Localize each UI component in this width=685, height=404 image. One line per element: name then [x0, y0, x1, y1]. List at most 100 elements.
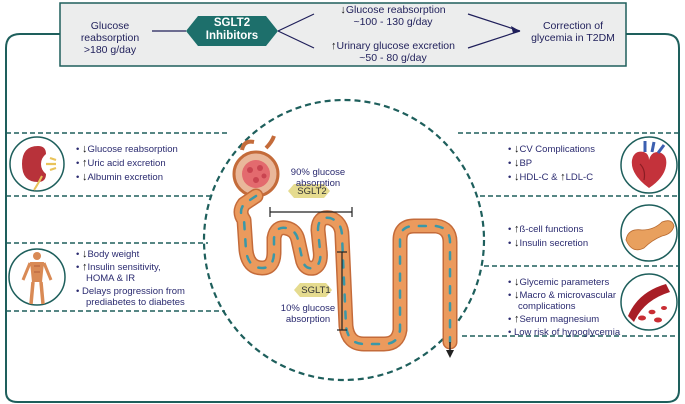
down-arrow-icon: ↓ — [513, 171, 520, 183]
up-arrow-icon: ↑ — [331, 40, 337, 52]
item-text: Low risk of hypoglycemia — [513, 327, 621, 338]
list-item: • ↓Albumin excretion — [76, 171, 216, 184]
down-arrow-icon: ↓ — [513, 276, 520, 288]
outer-frame — [5, 33, 680, 403]
human-body-icon — [8, 248, 66, 306]
item-text: Uric acid excretion — [87, 158, 166, 169]
outcome-line2: glycemia in T2DM — [531, 32, 615, 44]
bullet: • — [508, 314, 512, 325]
item-text: Insulin secretion — [519, 238, 589, 249]
item-text: Insulin sensitivity, — [87, 262, 161, 273]
baseline-amount-text: >180 g/day — [83, 44, 137, 56]
item-text: Macro & microvascular — [519, 290, 617, 301]
header-box — [59, 2, 627, 67]
item-text: BP — [519, 158, 533, 169]
bullet: • — [508, 144, 512, 155]
sglt1-label: SGLT1 — [301, 285, 331, 296]
effect-reabsorption-amount: ~100 - 130 g/day — [353, 16, 433, 28]
item-text-cont: complications — [518, 301, 576, 312]
header-baseline: Glucose reabsorption >180 g/day — [64, 20, 156, 56]
list-item: • Low risk of hypoglycemia — [508, 327, 626, 338]
up-arrow-icon: ↑ — [81, 261, 88, 273]
sglt1-caption: 10% glucose absorption — [276, 303, 340, 325]
list-item: • ↑Serum magnesium — [508, 313, 626, 326]
effect-excretion: ↑Urinary glucose excretion ~50 - 80 g/da… — [318, 40, 468, 64]
sglt1-caption-line2: absorption — [285, 314, 331, 325]
bullet: • — [76, 172, 80, 183]
bullet: • — [76, 249, 80, 260]
down-arrow-icon: ↓ — [513, 143, 520, 155]
bullet: • — [508, 327, 512, 338]
sglt2-caption: 90% glucose absorption — [286, 167, 350, 189]
bullet: • — [508, 290, 512, 301]
item-text: Glucose reabsorption — [87, 144, 178, 155]
list-item: • ↑Insulin sensitivity,HOMA & IR — [76, 261, 216, 285]
list-item: • ↓BP — [508, 157, 618, 170]
up-arrow-icon: ↑ — [560, 171, 566, 183]
down-arrow-icon: ↓ — [81, 248, 88, 260]
sglt2-badge — [186, 16, 278, 46]
item-text: CV Complications — [519, 144, 595, 155]
bullet: • — [76, 262, 80, 273]
bullet: • — [76, 158, 80, 169]
nephron-diagram — [232, 135, 458, 358]
down-arrow-icon: ↓ — [513, 237, 520, 249]
item-text-cont: HOMA & IR — [86, 273, 136, 284]
item-text: Body weight — [87, 249, 140, 260]
item-text-cont: prediabetes to diabetes — [86, 297, 185, 308]
item-text: Serum magnesium — [519, 314, 600, 325]
effect-reabsorption: ↓Glucose reabsorption ~100 - 130 g/day — [318, 4, 468, 28]
bullet: • — [76, 286, 80, 297]
body-effects-list: • ↓Body weight • ↑Insulin sensitivity,HO… — [76, 248, 216, 309]
item-text: ß-cell functions — [519, 224, 584, 235]
down-arrow-icon: ↓ — [513, 157, 520, 169]
item-text: Albumin excretion — [87, 172, 163, 183]
down-arrow-icon: ↓ — [81, 171, 88, 183]
down-arrow-icon: ↓ — [81, 143, 88, 155]
list-item: • ↓Body weight — [76, 248, 216, 261]
up-arrow-icon: ↑ — [513, 223, 520, 235]
bullet: • — [76, 144, 80, 155]
sglt2-label: SGLT2 — [297, 186, 327, 197]
bullet: • — [508, 158, 512, 169]
central-circle — [202, 98, 486, 382]
badge-line1: SGLT2 — [213, 17, 251, 29]
outcome-line1: Correction of — [542, 20, 604, 32]
up-arrow-icon: ↑ — [513, 313, 520, 325]
sglt2-caption-line1: 90% glucose — [290, 167, 346, 178]
item-text: HDL-C & — [519, 172, 561, 183]
heart-icon — [620, 136, 678, 194]
baseline-reabsorption-text: Glucose reabsorption — [80, 20, 140, 44]
item-text: Delays progression from — [81, 286, 185, 297]
badge-line2: Inhibitors — [205, 30, 259, 42]
heart-effects-list: • ↓CV Complications • ↓BP • ↓HDL-C & ↑LD… — [508, 143, 618, 184]
list-item: • ↑Uric acid excretion — [76, 158, 216, 170]
sglt1-label-shape — [294, 283, 332, 297]
badge-text: SGLT2 Inhibitors — [186, 17, 278, 43]
bullet: • — [508, 172, 512, 183]
down-arrow-icon: ↓ — [340, 4, 346, 16]
item-text: Glycemic parameters — [519, 277, 610, 288]
bullet: • — [508, 238, 512, 249]
sglt2-label-shape — [288, 184, 330, 198]
bullet: • — [508, 277, 512, 288]
list-item: • ↑ß-cell functions — [508, 223, 618, 236]
sglt2-caption-line2: absorption — [295, 178, 341, 189]
kidney-icon — [9, 136, 65, 192]
item-text-2: LDL-C — [565, 172, 594, 183]
effect-excretion-amount: ~50 - 80 g/day — [359, 52, 427, 64]
down-arrow-icon: ↓ — [513, 289, 520, 301]
effect-excretion-text: Urinary glucose excretion — [336, 40, 455, 52]
pancreas-effects-list: • ↑ß-cell functions • ↓Insulin secretion — [508, 223, 618, 250]
blood-effects-list: • ↓Glycemic parameters • ↓Macro & microv… — [508, 276, 626, 339]
bullet: • — [508, 224, 512, 235]
pancreas-icon — [620, 204, 678, 262]
list-item: • ↓HDL-C & ↑LDL-C — [508, 171, 618, 184]
list-item: • ↓Insulin secretion — [508, 237, 618, 250]
effect-reabsorption-text: Glucose reabsorption — [345, 4, 446, 16]
list-item: • ↓Glucose reabsorption — [76, 143, 216, 156]
list-item: • ↓Glycemic parameters — [508, 276, 626, 289]
